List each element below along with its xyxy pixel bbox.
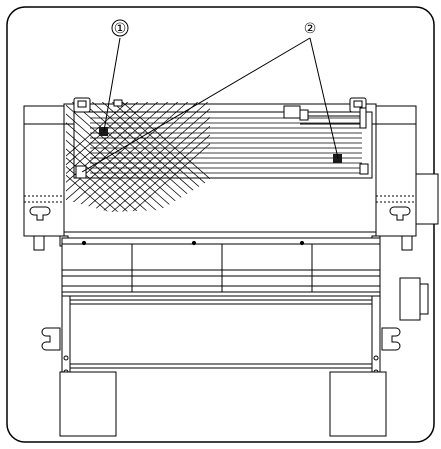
- callout-2-leader-b: [309, 37, 339, 159]
- callout-2-label: ②: [304, 21, 317, 37]
- marker-point-2: [333, 154, 342, 163]
- carriage-rail-lines: [90, 117, 362, 174]
- cover-latches: [73, 97, 369, 179]
- callout-1-circle: [111, 19, 129, 37]
- right-side-box: [415, 173, 439, 225]
- callout-2-group: ②: [81, 21, 339, 173]
- callout-1-label: ①: [114, 21, 127, 37]
- callout-1-group: ①: [103, 19, 129, 132]
- printer-stand: [41, 295, 401, 437]
- roll-holder: [399, 277, 429, 321]
- side-handles: [29, 206, 411, 221]
- paper-guide: [61, 237, 381, 297]
- marker-point-1: [99, 127, 108, 136]
- callout-1-leader: [103, 37, 121, 132]
- callout-2-leader-a: [81, 37, 311, 173]
